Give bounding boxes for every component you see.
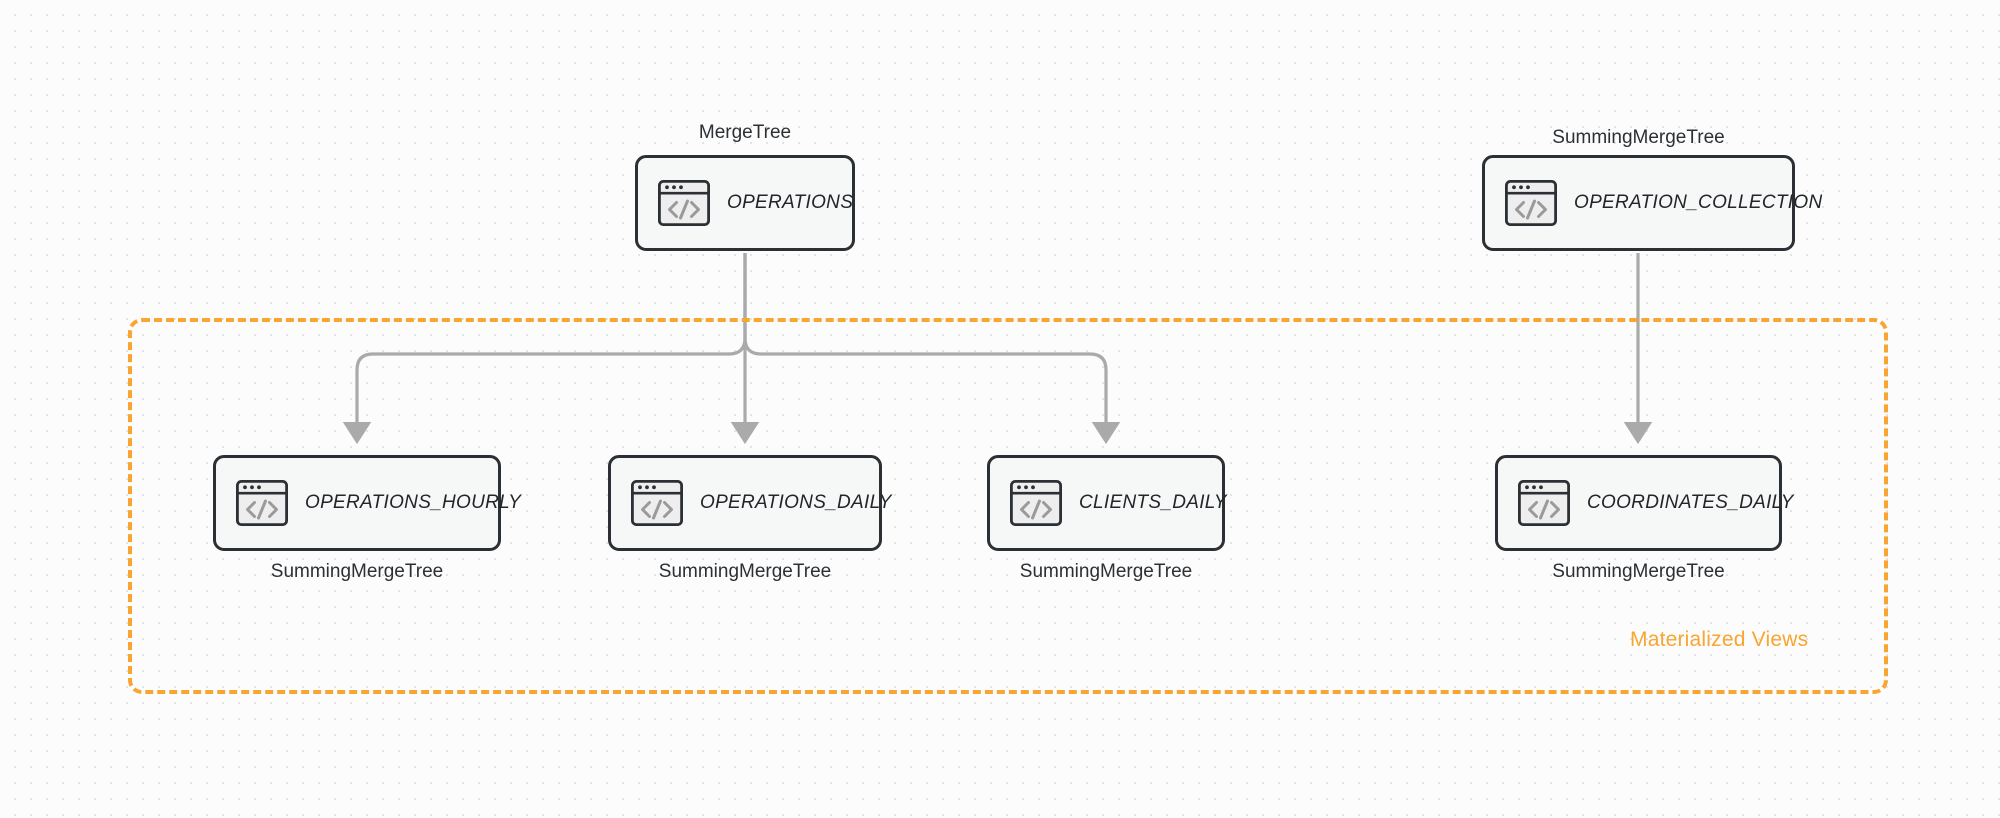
code-window-icon (657, 179, 711, 227)
engine-label-clients-daily: SummingMergeTree (1019, 561, 1193, 582)
node-operations[interactable]: OPERATIONS (635, 155, 855, 251)
engine-label-operations-daily: SummingMergeTree (658, 561, 832, 582)
node-table-name: OPERATIONS_DAILY (700, 492, 892, 513)
node-table-name: OPERATION_COLLECTION (1574, 192, 1823, 213)
code-window-icon (1517, 479, 1571, 527)
node-operations-hourly[interactable]: OPERATIONS_HOURLY (213, 455, 521, 551)
engine-label-coordinates-daily: SummingMergeTree (1552, 561, 1725, 582)
node-operations-daily[interactable]: OPERATIONS_DAILY (608, 455, 891, 551)
engine-label-operation-collection: SummingMergeTree (1552, 127, 1725, 148)
code-window-icon (1009, 479, 1063, 527)
code-window-icon (235, 479, 289, 527)
materialized-views-group-label: Materialized Views (1630, 628, 1809, 651)
node-coordinates-daily[interactable]: COORDINATES_DAILY (1495, 455, 1793, 551)
node-operation-collection[interactable]: OPERATION_COLLECTION (1482, 155, 1822, 251)
engine-label-operations: MergeTree (698, 122, 792, 143)
code-window-icon (1504, 179, 1558, 227)
code-window-icon (630, 479, 684, 527)
node-table-name: COORDINATES_DAILY (1587, 492, 1794, 513)
node-table-name: CLIENTS_DAILY (1079, 492, 1227, 513)
node-clients-daily[interactable]: CLIENTS_DAILY (987, 455, 1227, 551)
node-table-name: OPERATIONS (727, 192, 854, 213)
engine-label-operations-hourly: SummingMergeTree (270, 561, 444, 582)
node-table-name: OPERATIONS_HOURLY (305, 492, 522, 513)
